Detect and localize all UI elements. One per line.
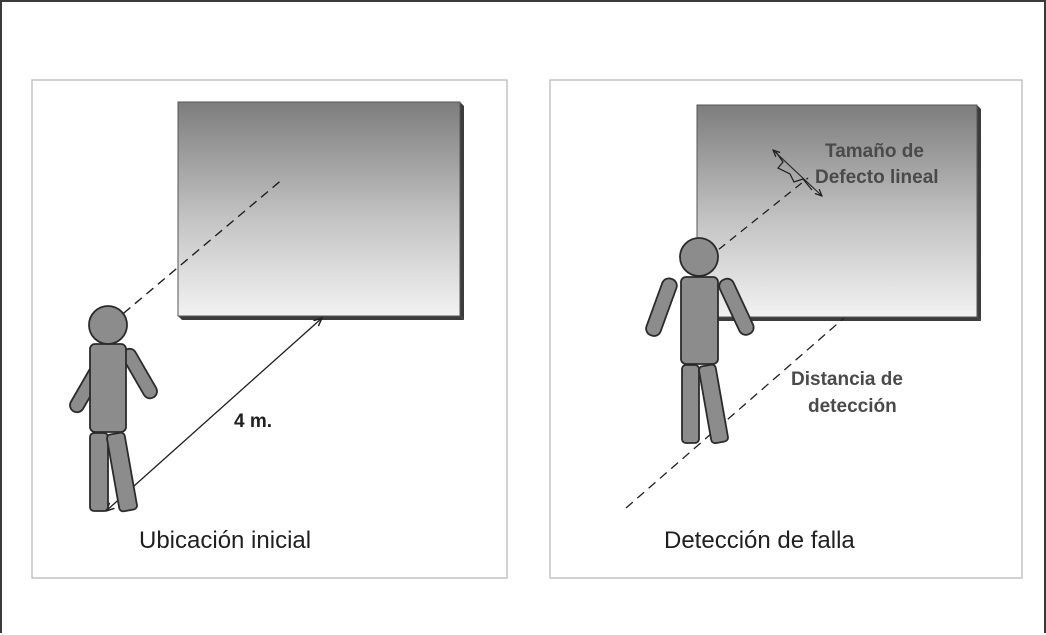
right-panel-caption: Detección de falla bbox=[664, 527, 855, 554]
detection-distance-label-line2: detección bbox=[808, 396, 897, 417]
defect-size-arrow bbox=[773, 150, 822, 196]
right-inspection-board bbox=[696, 104, 981, 321]
left-distance-arrow bbox=[106, 318, 322, 511]
right-line-of-sight bbox=[707, 177, 809, 259]
left-panel: 4 m. Ubicación inicial bbox=[31, 79, 508, 579]
detection-distance-label-line1: Distancia de bbox=[791, 369, 903, 390]
right-panel: Tamaño de Defecto lineal Distancia de de… bbox=[549, 79, 1023, 579]
right-person-figure bbox=[645, 237, 755, 445]
right-detection-line bbox=[625, 317, 845, 509]
left-line-of-sight bbox=[111, 177, 285, 324]
left-person-figure bbox=[69, 305, 158, 513]
defect-size-label-line2: Defecto lineal bbox=[815, 167, 939, 188]
left-distance-label: 4 m. bbox=[234, 411, 272, 432]
defect-size-label-line1: Tamaño de bbox=[825, 141, 924, 162]
left-panel-caption: Ubicación inicial bbox=[139, 527, 311, 554]
left-inspection-board bbox=[177, 101, 464, 320]
